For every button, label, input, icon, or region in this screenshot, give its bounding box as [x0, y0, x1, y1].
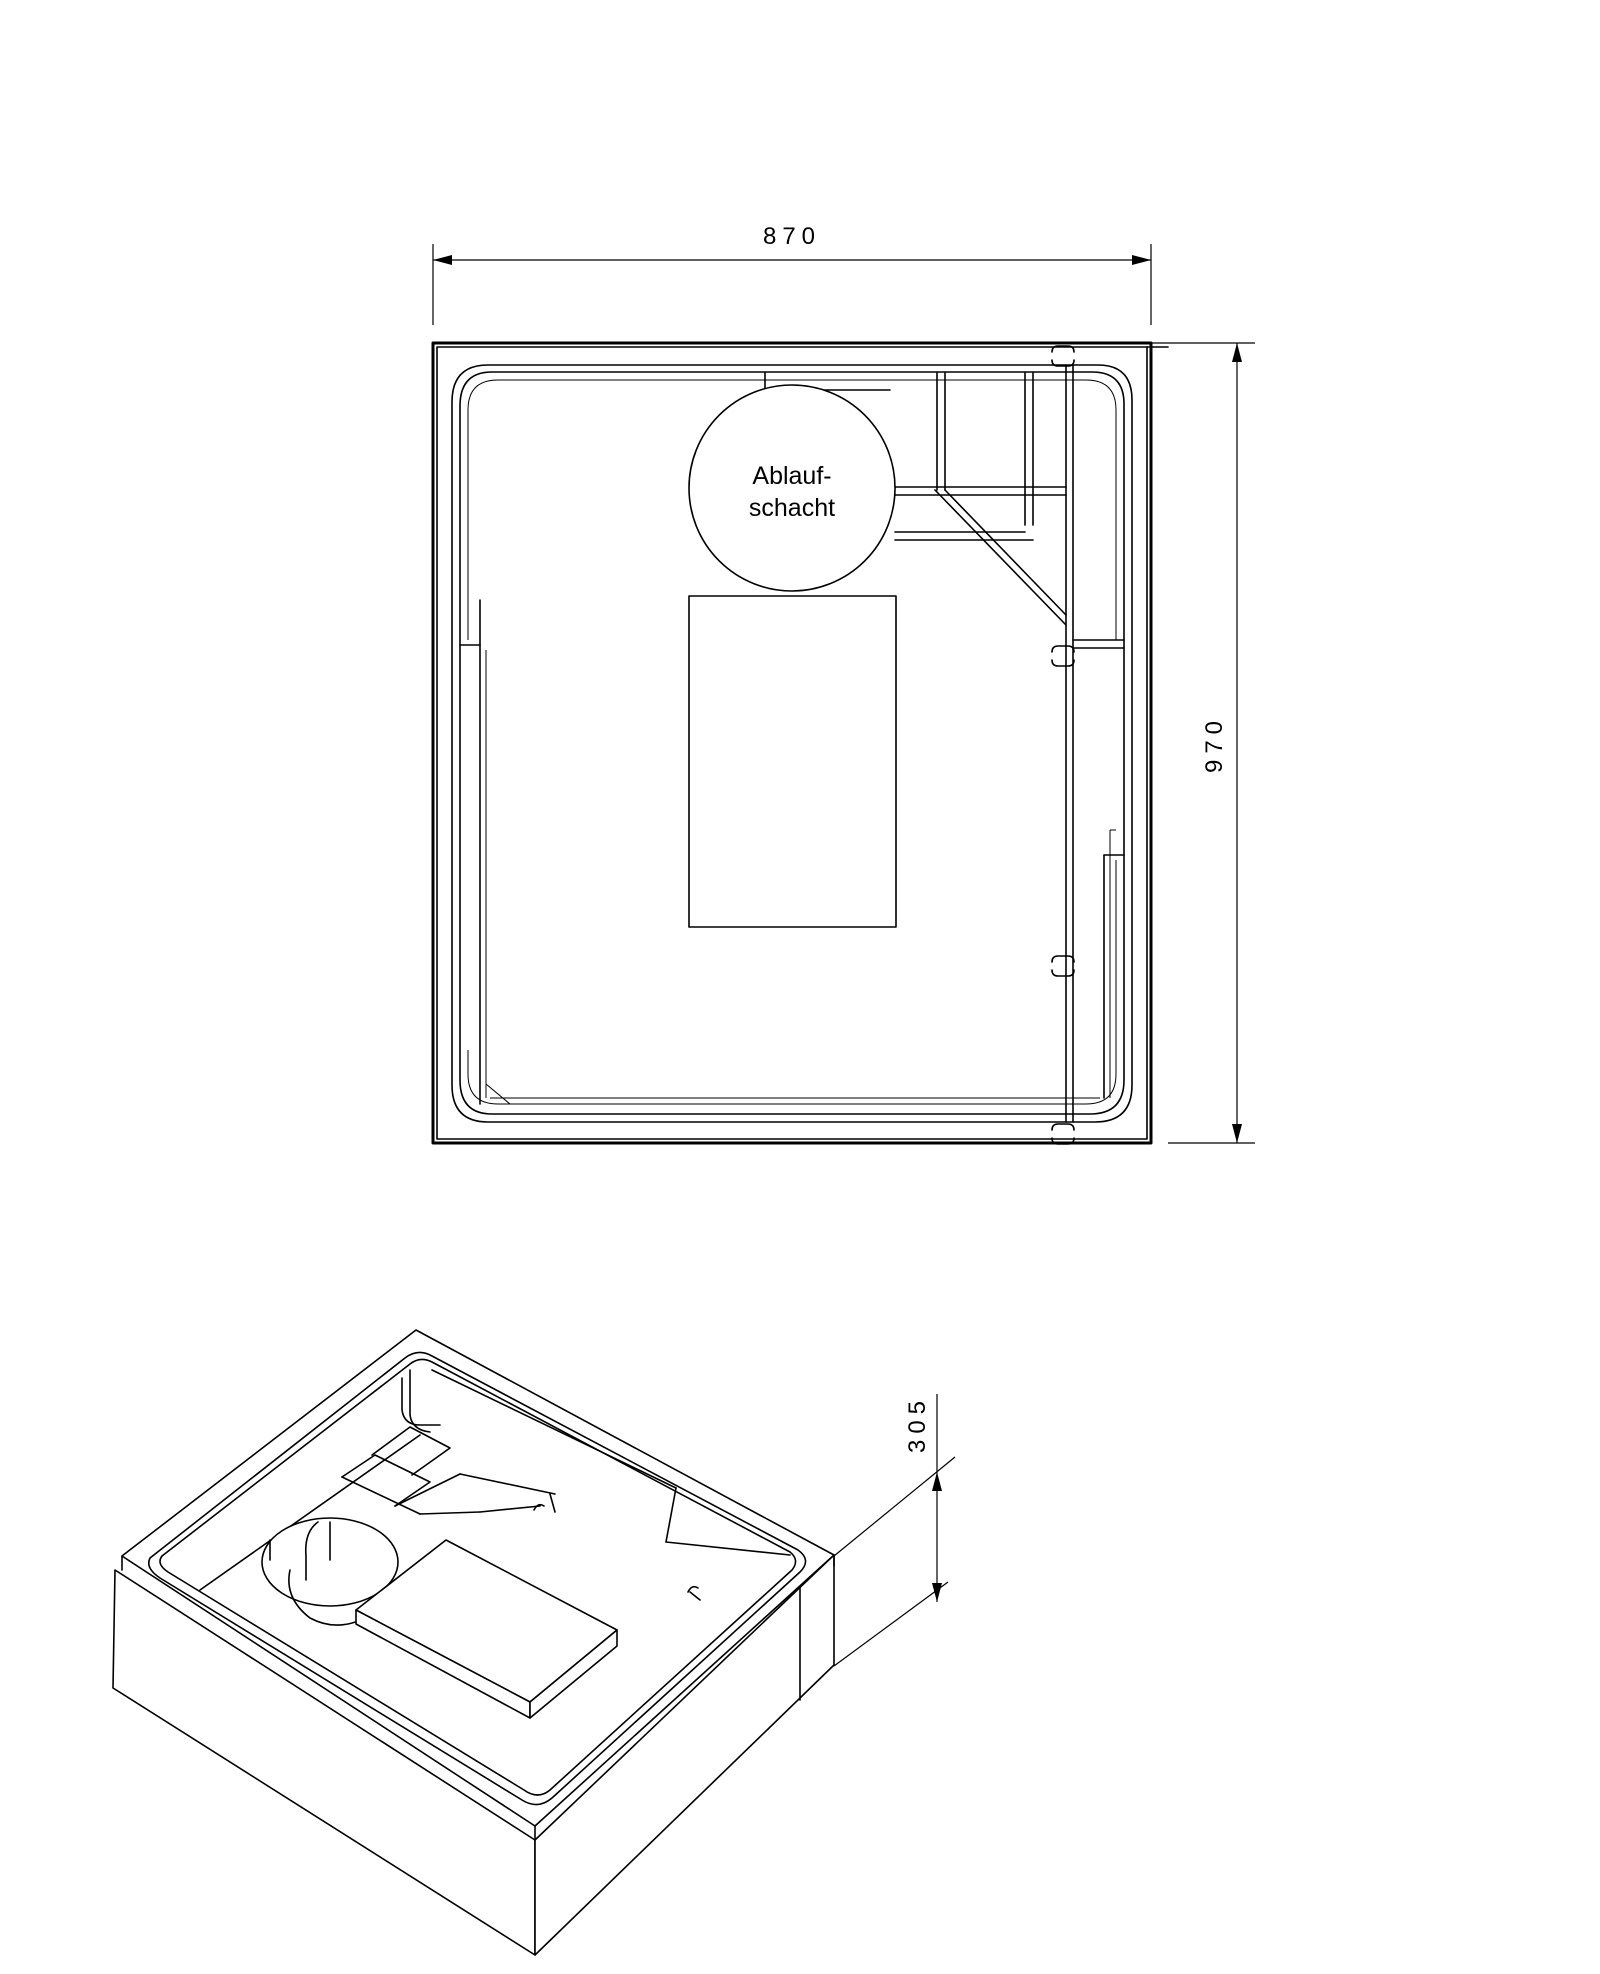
basin-rim [451, 364, 1133, 1123]
width-dimension-label: 870 [763, 223, 821, 250]
center-block [688, 595, 897, 928]
clip-icons [1051, 345, 1075, 1145]
tray-outline [431, 341, 1169, 1145]
side-channel [1065, 364, 1125, 1123]
iso-support-grid [341, 1426, 701, 1601]
height-dimension: 305 [833, 1394, 956, 1667]
depth-dimension: 970 [1150, 342, 1255, 1144]
isometric-view: 305 [112, 1329, 956, 1956]
clip-icon [1051, 955, 1075, 977]
clip-icon [1051, 1123, 1075, 1145]
drain-label-line1: Ablauf- [752, 462, 831, 490]
iso-center-block [355, 1539, 618, 1719]
width-dimension: 870 [432, 223, 1152, 325]
top-view: 870 970 [431, 223, 1255, 1145]
support-grid [764, 372, 1067, 626]
clip-icon [1051, 645, 1075, 667]
height-dimension-label: 305 [904, 1395, 931, 1453]
drain-label-line2: schacht [749, 494, 835, 522]
iso-drain-shaft [261, 1517, 399, 1626]
drain-shaft: Ablauf- schacht [688, 384, 896, 592]
clip-icon [1051, 345, 1075, 367]
depth-dimension-label: 970 [1201, 715, 1228, 773]
tray-inner-rim [147, 1351, 807, 1806]
